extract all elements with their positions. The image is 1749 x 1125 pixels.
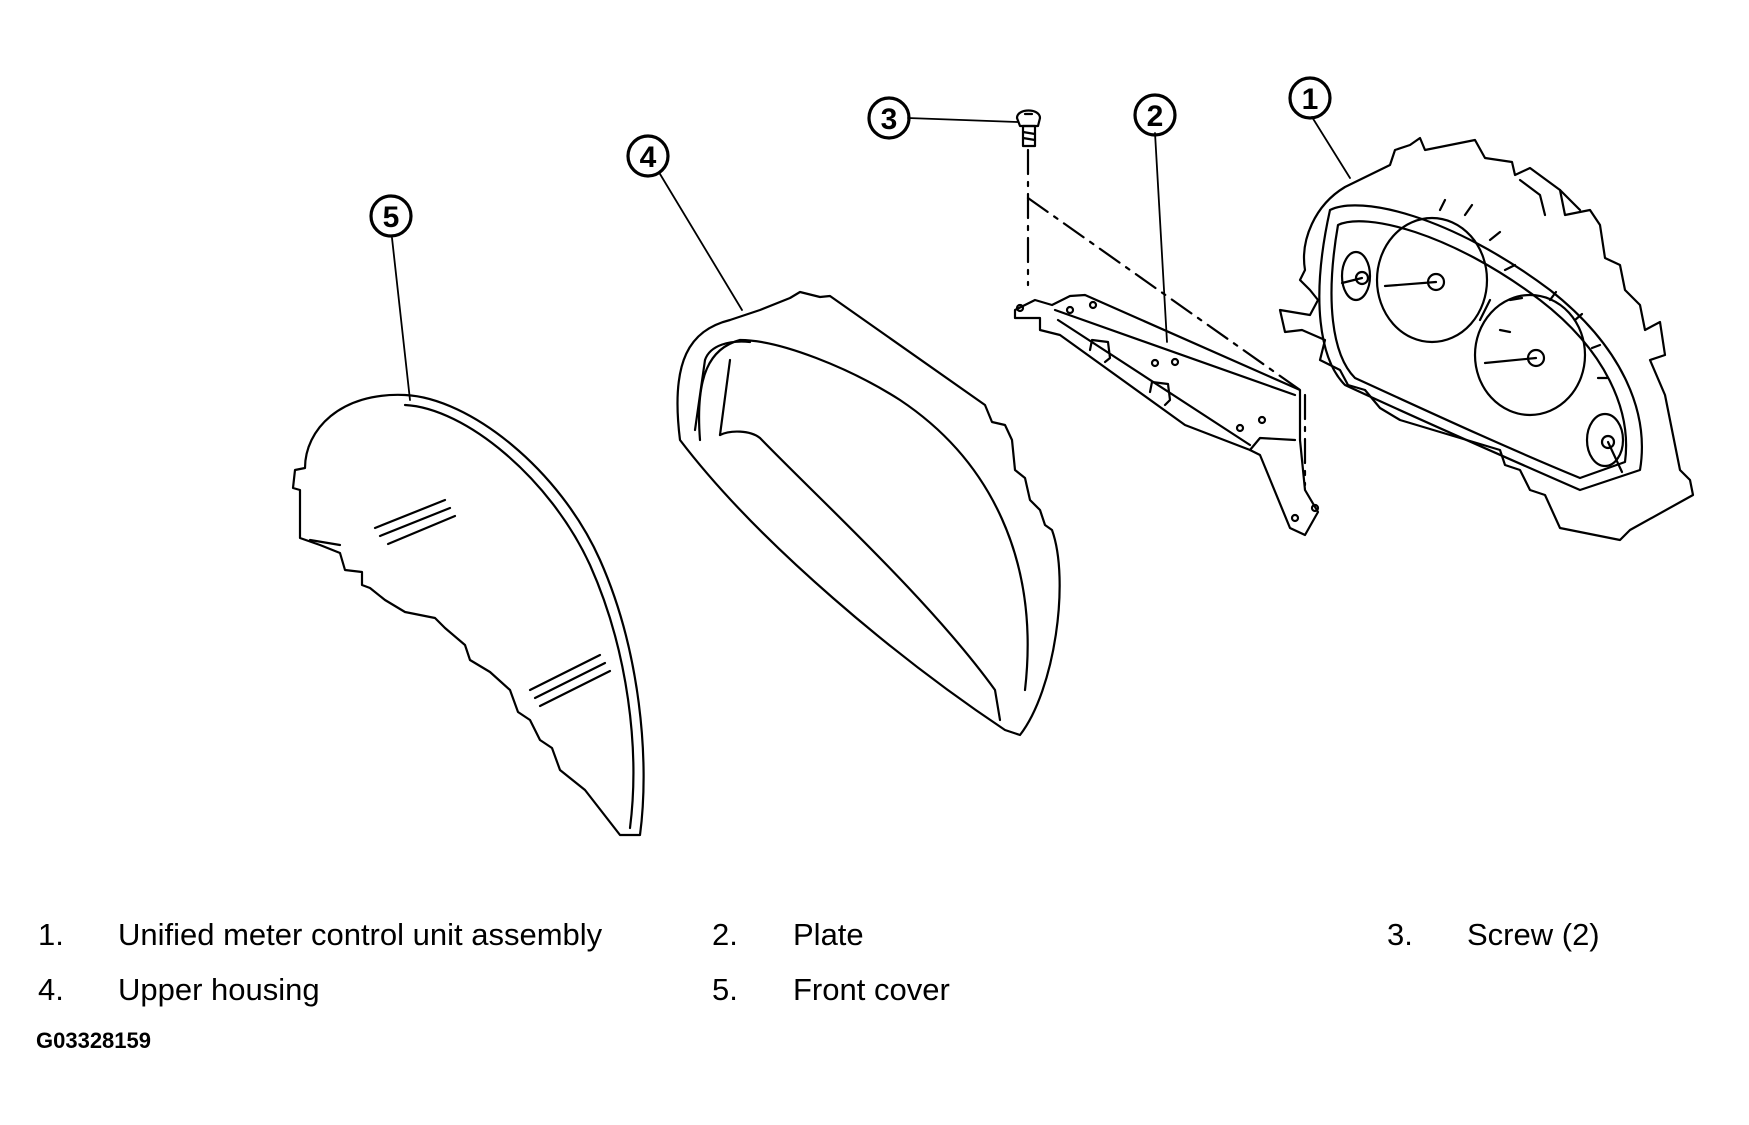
plate-part bbox=[1013, 293, 1320, 537]
callout-4: 4 bbox=[626, 134, 670, 178]
callout-3: 3 bbox=[867, 96, 911, 140]
svg-text:3: 3 bbox=[881, 103, 898, 136]
legend-number: 1. bbox=[38, 917, 64, 952]
front-cover-part bbox=[291, 393, 645, 837]
callout-2: 2 bbox=[1133, 93, 1177, 137]
exploded-diagram: 1 2 3 4 5 bbox=[291, 76, 1695, 837]
svg-text:5: 5 bbox=[383, 201, 400, 234]
legend-number: 4. bbox=[38, 972, 64, 1007]
legend-label: Screw (2) bbox=[1467, 917, 1600, 952]
svg-text:1: 1 bbox=[1302, 83, 1319, 116]
meter-unit-part bbox=[1278, 136, 1695, 542]
legend-label: Upper housing bbox=[118, 972, 320, 1007]
leader-lines bbox=[391, 116, 1351, 401]
callout-1: 1 bbox=[1288, 76, 1332, 120]
upper-housing-part bbox=[676, 290, 1061, 737]
legend-number: 2. bbox=[712, 917, 738, 952]
svg-text:2: 2 bbox=[1147, 100, 1164, 133]
figure-code: G03328159 bbox=[36, 1028, 151, 1053]
screw-part bbox=[1015, 109, 1307, 487]
legend-label: Plate bbox=[793, 917, 864, 952]
legend-number: 5. bbox=[712, 972, 738, 1007]
legend-label: Unified meter control unit assembly bbox=[118, 917, 603, 952]
legend-label: Front cover bbox=[793, 972, 950, 1007]
svg-text:4: 4 bbox=[640, 141, 657, 174]
callout-5: 5 bbox=[369, 194, 413, 238]
legend-number: 3. bbox=[1387, 917, 1413, 952]
